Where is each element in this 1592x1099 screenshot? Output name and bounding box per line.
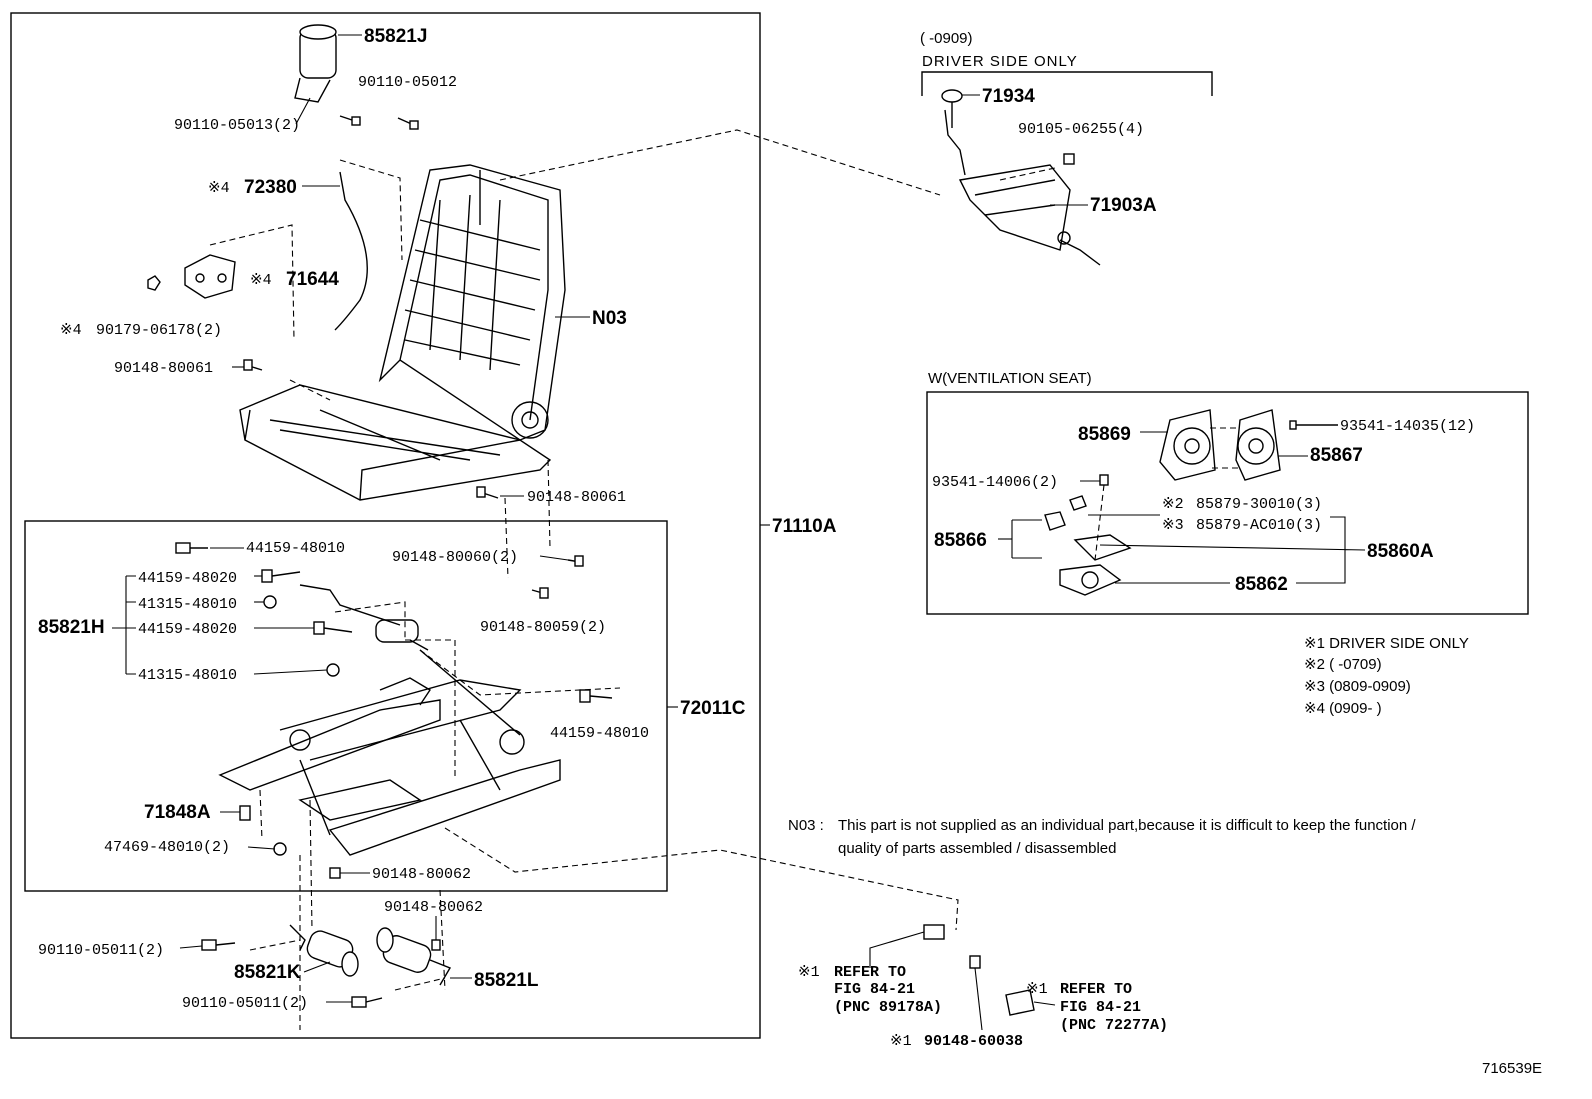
label-85821h: 85821H — [38, 617, 105, 638]
ventilation-title: W(VENTILATION SEAT) — [928, 370, 1092, 387]
bottom-screws — [201, 867, 383, 1008]
label-90148-80059: 90148-80059(2) — [480, 619, 606, 636]
label-47469-48010: 47469-48010(2) — [104, 839, 230, 856]
driver-only-bracket — [921, 71, 1213, 96]
label-90110-05011-a: 90110-05011(2) — [38, 942, 164, 959]
mark-4-72380: ※4 — [208, 180, 230, 197]
label-90148-60038: 90148-60038 — [924, 1033, 1023, 1050]
label-41315-48010-b: 41315-48010 — [138, 667, 237, 684]
label-90148-80062-b: 90148-80062 — [384, 899, 483, 916]
label-90148-80061-top: 90148-80061 — [114, 360, 213, 377]
connector-72277a-illustration — [1005, 989, 1056, 1016]
label-71110a: 71110A — [772, 516, 837, 537]
ventilation-parts-lower — [1044, 474, 1132, 596]
label-72380: 72380 — [244, 177, 297, 198]
label-71934: 71934 — [982, 86, 1035, 107]
mark-4-71644: ※4 — [250, 272, 272, 289]
label-85821k: 85821K — [234, 962, 301, 983]
note-line-1: This part is not supplied as an individu… — [838, 817, 1416, 834]
label-90179-06178: 90179-06178(2) — [96, 322, 222, 339]
mark-1-ref-b: ※1 — [1026, 981, 1048, 998]
legend-1: ※1 DRIVER SIDE ONLY — [1304, 635, 1469, 652]
label-85869: 85869 — [1078, 424, 1131, 445]
diagram-id: 716539E — [1482, 1060, 1542, 1077]
label-90110-05013: 90110-05013(2) — [174, 117, 300, 134]
label-n03: N03 — [592, 308, 627, 329]
motor-85821k-illustration — [289, 924, 359, 977]
legend-2: ※2 ( -0709) — [1304, 656, 1382, 673]
ventilation-box — [926, 391, 1529, 615]
ref-2-line-c: (PNC 72277A) — [1060, 1017, 1168, 1034]
label-72011c: 72011C — [680, 698, 746, 719]
label-41315-48010-a: 41315-48010 — [138, 596, 237, 613]
note-line-2: quality of parts assembled / disassemble… — [838, 840, 1116, 857]
screw-90148-60038 — [969, 955, 983, 1031]
track-assembly-frame — [24, 520, 668, 892]
label-44159-48020-b: 44159-48020 — [138, 621, 237, 638]
mark-2-85879: ※2 — [1162, 496, 1184, 513]
label-93541-14006: 93541-14006(2) — [932, 474, 1058, 491]
label-90148-80060: 90148-80060(2) — [392, 549, 518, 566]
label-90105-06255: 90105-06255(4) — [1018, 121, 1144, 138]
label-85821j: 85821J — [364, 26, 427, 47]
ref-1-line-c: (PNC 89178A) — [834, 999, 942, 1016]
motor-85821l-illustration — [376, 927, 452, 986]
ref-1-line-b: FIG 84-21 — [834, 981, 915, 998]
fan-85867-illustration — [1235, 409, 1281, 481]
label-71903a: 71903A — [1090, 195, 1157, 216]
label-90110-05012: 90110-05012 — [358, 74, 457, 91]
bracket-71644-illustration — [147, 254, 236, 299]
fan-85869-illustration — [1159, 409, 1216, 481]
label-85879-30010: 85879-30010(3) — [1196, 496, 1322, 513]
legend-3: ※3 (0809-0909) — [1304, 678, 1411, 695]
note-code: N03 : — [788, 817, 824, 834]
label-93541-14035: 93541-14035(12) — [1340, 418, 1475, 435]
mark-1-ref-a: ※1 — [798, 964, 820, 981]
ref-1-line-a: REFER TO — [834, 964, 906, 981]
driver-only-title: DRIVER SIDE ONLY — [922, 53, 1078, 70]
label-90148-80061-mid: 90148-80061 — [527, 489, 626, 506]
motor-85821h-illustration — [299, 584, 429, 651]
ref-2-line-a: REFER TO — [1060, 981, 1132, 998]
label-71644: 71644 — [286, 269, 339, 290]
label-44159-48010-b: 44159-48010 — [550, 725, 649, 742]
seat-track-illustration — [218, 649, 561, 856]
cable-72380-illustration — [334, 171, 368, 331]
label-44159-48010-a: 44159-48010 — [246, 540, 345, 557]
mark-1-90148-60038: ※1 — [890, 1033, 912, 1050]
label-44159-48020-a: 44159-48020 — [138, 570, 237, 587]
mark-4-90179: ※4 — [60, 322, 82, 339]
label-71848a: 71848A — [144, 802, 211, 823]
main-assembly-frame — [10, 12, 761, 1039]
label-85862: 85862 — [1235, 574, 1288, 595]
label-85879-ac010: 85879-AC010(3) — [1196, 517, 1322, 534]
ref-2-line-b: FIG 84-21 — [1060, 999, 1141, 1016]
mark-3-85879: ※3 — [1162, 517, 1184, 534]
connector-89178a-illustration — [869, 924, 945, 968]
label-90148-80062-a: 90148-80062 — [372, 866, 471, 883]
motor-85821j-illustration — [294, 24, 337, 103]
mechanism-71903a-illustration — [944, 109, 1101, 266]
label-85821l: 85821L — [474, 970, 539, 991]
seat-frame-illustration — [239, 164, 566, 501]
label-85866: 85866 — [934, 530, 987, 551]
legend-4: ※4 (0909- ) — [1304, 700, 1382, 717]
driver-only-range: ( -0909) — [920, 30, 973, 47]
label-85860a: 85860A — [1367, 541, 1434, 562]
bolt-icons — [243, 115, 584, 599]
screw-71934 — [941, 89, 963, 128]
label-90110-05011-b: 90110-05011(2) — [182, 995, 308, 1012]
label-85867: 85867 — [1310, 445, 1363, 466]
